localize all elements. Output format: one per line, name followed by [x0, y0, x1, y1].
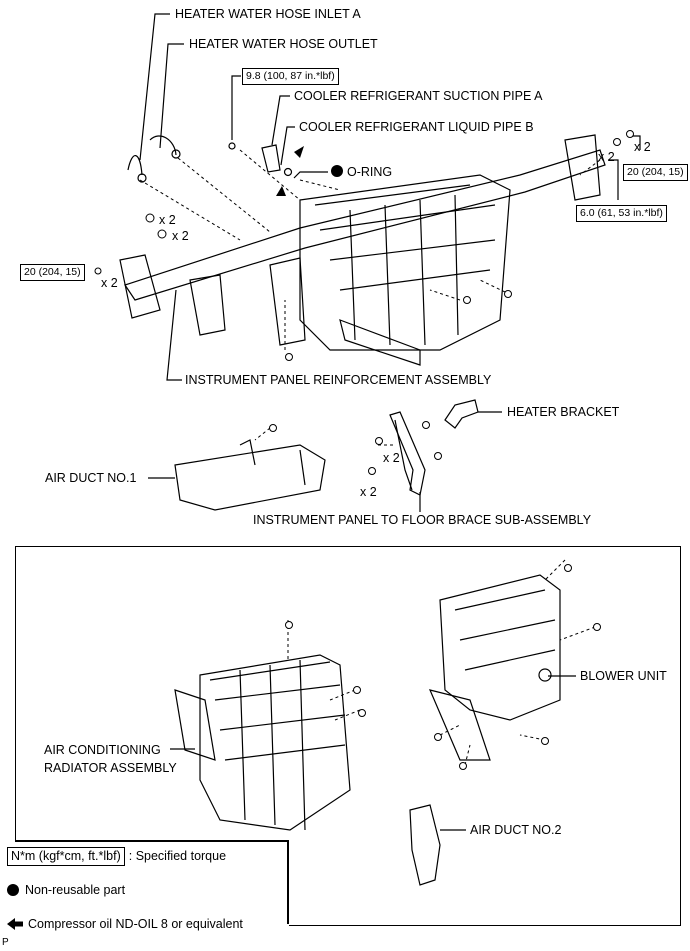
- label-blower-unit: BLOWER UNIT: [580, 669, 667, 683]
- legend-compressor-oil-text: Compressor oil ND-OIL 8 or equivalent: [28, 917, 243, 931]
- frame-legend-border: [287, 840, 289, 924]
- leader-liquid: [280, 126, 295, 166]
- label-heater-outlet: HEATER WATER HOSE OUTLET: [189, 37, 378, 51]
- legend-torque: N*m (kgf*cm, ft.*lbf) : Specified torque: [7, 847, 226, 866]
- label-heater-bracket: HEATER BRACKET: [507, 405, 620, 419]
- leader-heater-outlet: [159, 43, 184, 149]
- label-ip-reinforcement: INSTRUMENT PANEL REINFORCEMENT ASSEMBLY: [185, 373, 492, 387]
- label-ac-radiator-line2: RADIATOR ASSEMBLY: [44, 761, 177, 775]
- multiplier-top-right-b: x 2: [598, 150, 615, 164]
- leader-suction: [271, 95, 290, 146]
- torque-label-98: 9.8 (100, 87 in.*lbf): [242, 68, 339, 85]
- lower-assembly-frame: [15, 546, 681, 926]
- legend-compressor-oil: Compressor oil ND-OIL 8 or equivalent: [7, 918, 243, 931]
- ac-radiator-shape: [199, 654, 351, 831]
- multiplier-top-right-a: x 2: [634, 140, 651, 154]
- legend-non-reusable: Non-reusable part: [7, 884, 125, 897]
- label-heater-inlet: HEATER WATER HOSE INLET A: [175, 7, 361, 21]
- torque-label-left: 20 (204, 15): [20, 264, 85, 281]
- air-duct-1-shape: [174, 444, 326, 511]
- air-duct-2-shape: [409, 804, 441, 886]
- label-suction-pipe: COOLER REFRIGERANT SUCTION PIPE A: [294, 89, 543, 103]
- leader-oring: [293, 171, 328, 179]
- leader-heater-inlet: [139, 13, 170, 161]
- label-floor-brace: INSTRUMENT PANEL TO FLOOR BRACE SUB-ASSE…: [253, 513, 592, 527]
- label-o-ring: O-RING: [347, 165, 393, 179]
- torque-label-right: 20 (204, 15): [623, 164, 688, 181]
- corner-mark: P: [2, 937, 9, 948]
- compressor-oil-arrow-icon: [7, 918, 23, 931]
- multiplier-brace-a: x 2: [383, 451, 400, 465]
- blower-unit-shape: [439, 574, 561, 721]
- leader-torque-98: [231, 75, 241, 140]
- ip-reinforcement-beam: [124, 149, 606, 301]
- label-ac-radiator-line1: AIR CONDITIONING: [44, 743, 161, 757]
- label-air-duct-1: AIR DUCT NO.1: [45, 471, 137, 485]
- non-reusable-dot-icon: [7, 884, 19, 897]
- legend-non-reusable-text: Non-reusable part: [25, 883, 126, 897]
- legend-torque-text: : Specified torque: [128, 849, 227, 863]
- o-ring-dot: [331, 165, 343, 177]
- heater-bracket-shape: [444, 399, 479, 429]
- multiplier-left-c: x 2: [101, 276, 118, 290]
- hvac-unit-top: [299, 174, 511, 351]
- multiplier-left-a: x 2: [159, 213, 176, 227]
- floor-brace-shape: [389, 411, 426, 496]
- leader-ip-reinforcement: [166, 289, 182, 381]
- multiplier-brace-b: x 2: [360, 485, 377, 499]
- frame-legend-border-top: [15, 840, 288, 842]
- frame-legend-cutout: [12, 840, 289, 928]
- label-liquid-pipe: COOLER REFRIGERANT LIQUID PIPE B: [299, 120, 534, 134]
- leader-torque-right-lower: [608, 159, 619, 200]
- label-air-duct-2: AIR DUCT NO.2: [470, 823, 562, 837]
- legend-torque-box: N*m (kgf*cm, ft.*lbf): [7, 847, 125, 866]
- multiplier-left-b: x 2: [172, 229, 189, 243]
- torque-label-right-lower: 6.0 (61, 53 in.*lbf): [576, 205, 667, 222]
